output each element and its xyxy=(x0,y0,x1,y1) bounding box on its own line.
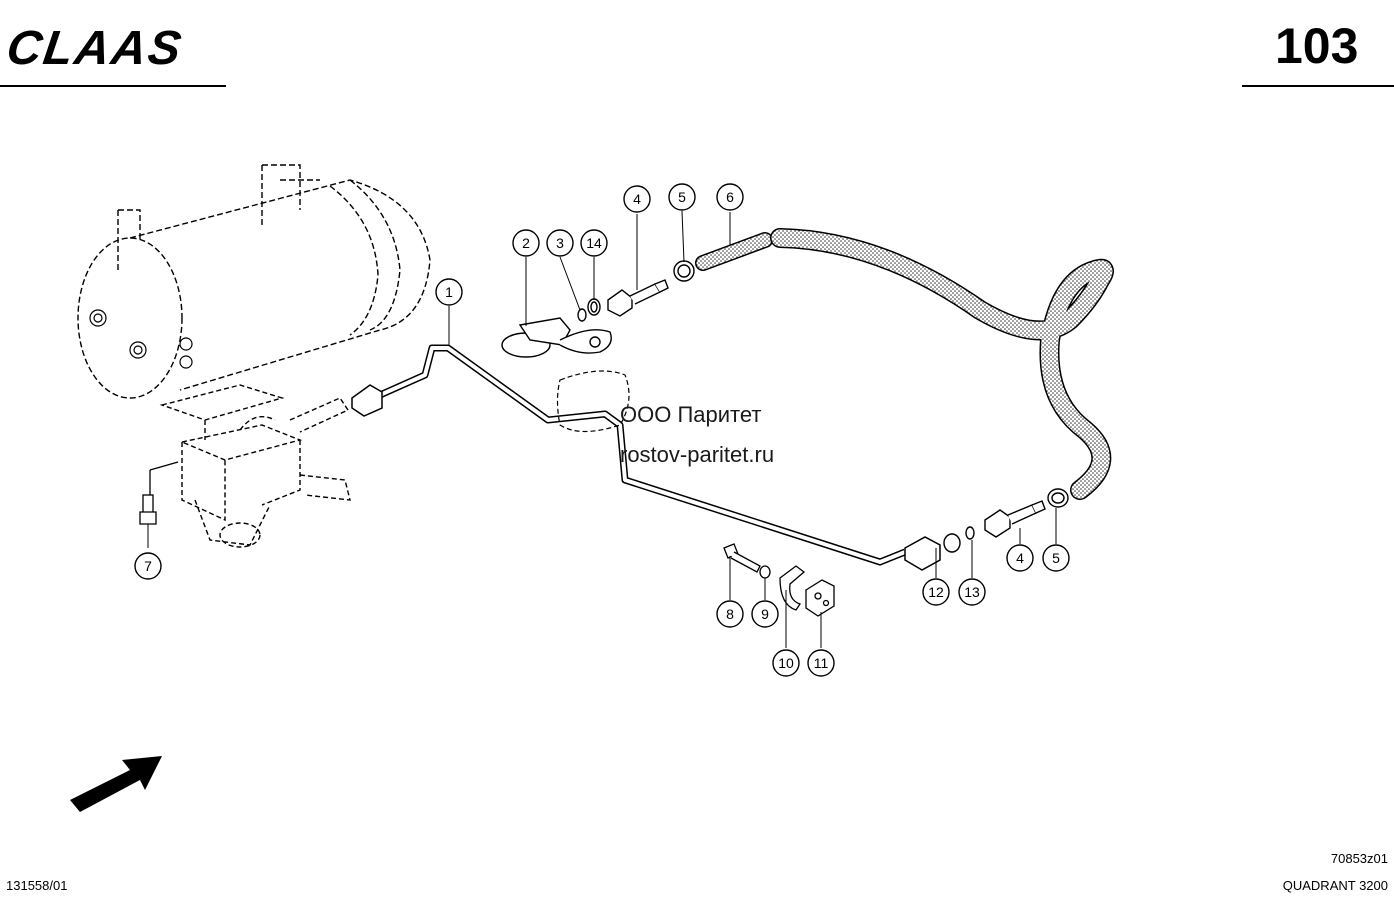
watermark-url: rostov-paritet.ru xyxy=(620,442,774,467)
callout-13-label: 13 xyxy=(964,584,980,600)
bolt-7 xyxy=(139,461,179,525)
callout-7-label: 7 xyxy=(144,558,152,574)
callout-5-bottom: 5 xyxy=(1042,544,1070,572)
callout-10: 10 xyxy=(772,649,800,677)
callout-14-label: 14 xyxy=(586,235,602,251)
callout-1-label: 1 xyxy=(445,284,453,300)
callout-5-bottom-label: 5 xyxy=(1052,550,1060,566)
brand-logo: CLAAS xyxy=(3,21,186,75)
callout-13: 13 xyxy=(958,578,986,606)
washer-9 xyxy=(759,565,771,579)
hose-clamp-5-top xyxy=(673,260,695,282)
valve-assembly xyxy=(159,384,351,548)
footer-model: QUADRANT 3200 xyxy=(1283,878,1388,893)
clamp-block-11 xyxy=(805,579,835,617)
callout-8: 8 xyxy=(716,600,744,628)
hose-6 xyxy=(695,228,1114,500)
watermark-company: ООО Паритет xyxy=(620,402,761,427)
direction-arrow-icon xyxy=(70,756,162,812)
callout-11: 11 xyxy=(807,649,835,677)
pipe-1 xyxy=(351,344,941,571)
callout-1: 1 xyxy=(435,278,463,306)
callout-9-label: 9 xyxy=(761,606,769,622)
hose-nipple-4-top xyxy=(607,279,669,317)
callout-14: 14 xyxy=(580,229,608,257)
air-tank xyxy=(77,164,431,399)
callout-4-top: 4 xyxy=(623,185,651,213)
footer-left-code: 131558/01 xyxy=(6,878,67,893)
callout-3-label: 3 xyxy=(556,235,564,251)
callout-9: 9 xyxy=(751,600,779,628)
hose-nipple-4-bottom xyxy=(984,500,1046,538)
brand-logo-text: CLAAS xyxy=(3,21,186,75)
callout-2: 2 xyxy=(512,229,540,257)
callout-6: 6 xyxy=(716,183,744,211)
o-ring-3 xyxy=(577,308,587,322)
plug-12 xyxy=(943,533,961,553)
bolt-8 xyxy=(723,543,761,573)
callout-12: 12 xyxy=(922,578,950,606)
seal-ring-14 xyxy=(587,298,601,316)
callout-4-top-label: 4 xyxy=(633,191,641,207)
callout-8-label: 8 xyxy=(726,606,734,622)
callout-3: 3 xyxy=(546,229,574,257)
callout-2-label: 2 xyxy=(522,235,530,251)
mounting-bracket-dashed xyxy=(556,370,630,433)
callout-7: 7 xyxy=(134,552,162,580)
footer-drawing-code: 70853z01 xyxy=(1331,851,1388,866)
callout-10-label: 10 xyxy=(778,655,794,671)
callout-12-label: 12 xyxy=(928,584,944,600)
callout-4-bottom: 4 xyxy=(1006,544,1034,572)
callout-5-top-label: 5 xyxy=(678,189,686,205)
leader-lines xyxy=(147,210,1057,648)
o-ring-13 xyxy=(965,526,975,540)
page-number: 103 xyxy=(1275,18,1358,74)
callout-11-label: 11 xyxy=(814,655,829,671)
tank-bolts xyxy=(89,309,193,369)
connector-part-2 xyxy=(501,317,612,358)
callout-6-label: 6 xyxy=(726,189,734,205)
callout-4-bottom-label: 4 xyxy=(1016,550,1024,566)
callout-5-top: 5 xyxy=(668,183,696,211)
bracket-10 xyxy=(779,565,806,611)
hose-clamp-5-bottom xyxy=(1047,488,1069,508)
